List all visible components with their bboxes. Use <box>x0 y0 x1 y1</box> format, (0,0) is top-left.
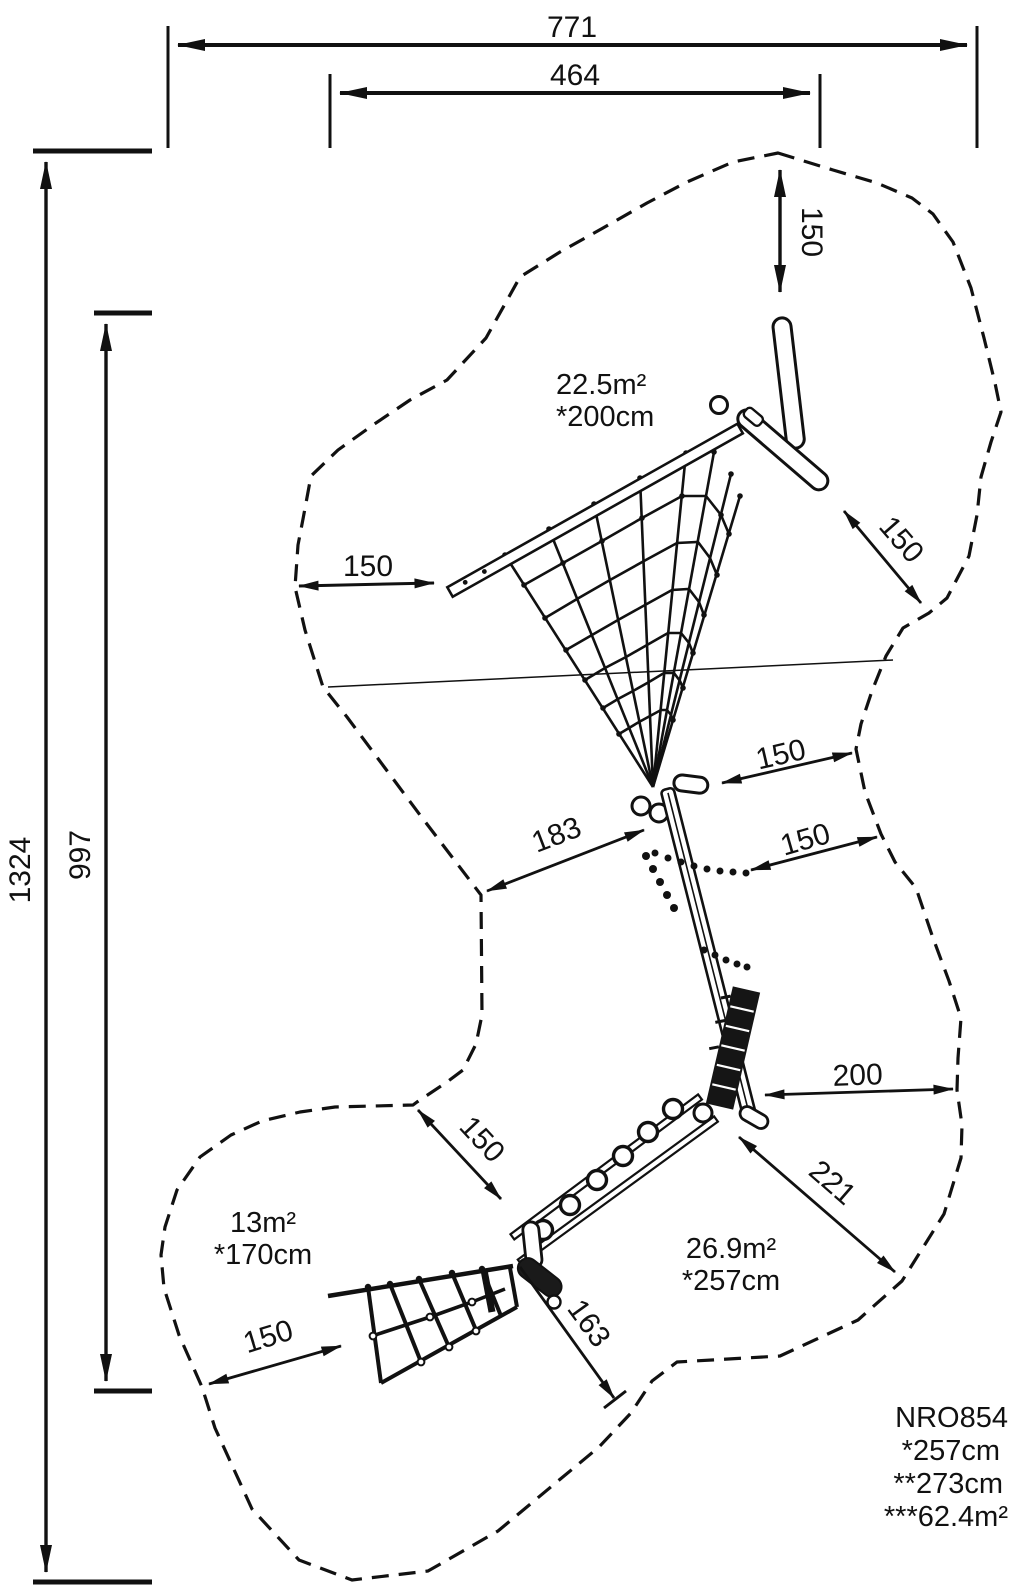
dim-clearance-lobe <box>416 1109 503 1200</box>
top-climbing-structure <box>445 316 830 824</box>
product-title-block: NRO854 *257cm **273cm ***62.4m² <box>884 1402 1008 1533</box>
crossing-eye <box>546 1294 562 1310</box>
dimension-labels: 771 464 1324 997 150 150 150 183 150 150… <box>4 11 930 1360</box>
label-clearance-mid-lower: 150 <box>777 817 834 863</box>
product-total-height: **273cm <box>893 1468 1003 1500</box>
small-fitting <box>742 406 765 428</box>
zone2-fall-height: *170cm <box>214 1239 312 1271</box>
dim-clearance-mid-lower <box>750 835 878 872</box>
rope-chain-mast <box>642 852 678 912</box>
dim-overall-width <box>166 26 979 148</box>
dim-clearance-top-right <box>842 510 923 604</box>
zone1-fall-height: *200cm <box>556 401 654 433</box>
dim-183 <box>486 828 645 893</box>
label-clearance-bottom-left: 150 <box>239 1314 297 1360</box>
net-anchor-hardware <box>630 773 710 824</box>
pole-knob <box>709 395 729 415</box>
label-clearance-top-right: 150 <box>872 510 930 569</box>
rope-chain-mid <box>700 946 751 971</box>
dim-inner-height <box>94 310 152 1394</box>
dim-221 <box>738 1135 896 1274</box>
zone-labels: 22.5m² *200cm 13m² *170cm 26.9m² *257cm <box>214 369 780 1297</box>
dim-inner-width <box>328 74 822 148</box>
label-overall-width: 771 <box>547 11 597 44</box>
section-reference-line <box>327 659 894 688</box>
zone2-area: 13m² <box>230 1207 296 1239</box>
label-163: 163 <box>561 1293 617 1353</box>
label-clearance-mid-upper: 150 <box>753 733 809 776</box>
product-fall-height: *257cm <box>902 1435 1000 1467</box>
bottom-net-knots <box>364 1265 486 1367</box>
label-clearance-top: 150 <box>795 207 828 257</box>
dim-163 <box>518 1266 627 1410</box>
bottom-structure <box>327 1092 720 1385</box>
dim-clearance-mid-upper <box>721 751 853 785</box>
safety-zone-boundary <box>159 151 1003 1582</box>
label-221: 221 <box>803 1154 862 1212</box>
label-clearance-left: 150 <box>343 550 393 583</box>
angled-pole <box>736 408 830 492</box>
rope-ladder-dense <box>705 986 761 1110</box>
mast <box>660 786 758 1123</box>
zone3-fall-height: *257cm <box>682 1265 780 1297</box>
product-code: NRO854 <box>895 1402 1008 1434</box>
dimensions <box>33 26 979 1585</box>
zone3-area: 26.9m² <box>686 1233 777 1265</box>
climbing-net-fan <box>503 451 742 788</box>
dim-clearance-left <box>298 578 435 591</box>
zone1-area: 22.5m² <box>556 369 647 401</box>
dim-200 <box>764 1084 954 1100</box>
label-183: 183 <box>527 811 586 860</box>
label-overall-height: 1324 <box>4 837 37 904</box>
mast-base-fitting <box>738 1105 770 1130</box>
top-beam <box>445 421 745 599</box>
rope-chain-upper <box>651 849 750 877</box>
ladder-top-knob <box>692 1102 714 1124</box>
central-mast-structure <box>642 786 770 1130</box>
label-clearance-lobe: 150 <box>453 1110 511 1169</box>
label-200: 200 <box>832 1058 883 1093</box>
top-post <box>771 316 806 450</box>
product-safety-area: ***62.4m² <box>884 1501 1008 1533</box>
dim-clearance-bottom-left <box>208 1344 342 1386</box>
label-inner-width: 464 <box>550 59 600 92</box>
label-inner-height: 997 <box>64 830 97 880</box>
dim-overall-height <box>33 148 152 1585</box>
